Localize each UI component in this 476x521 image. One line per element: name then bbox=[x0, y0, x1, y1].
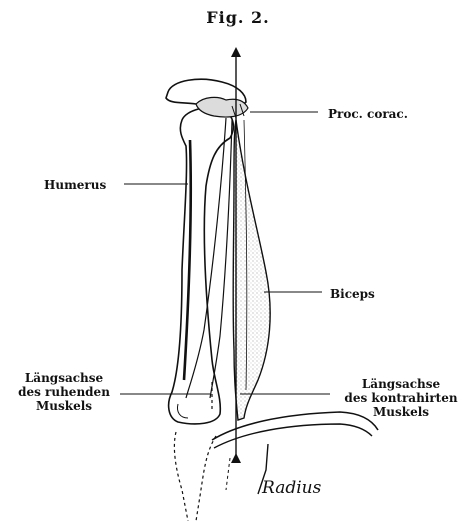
label-contracted-muscle-axis: Längsachse des kontrahirten Muskels bbox=[336, 377, 466, 419]
label-radius: Radius bbox=[262, 478, 321, 498]
radius-bone bbox=[174, 412, 378, 521]
label-resting-muscle-axis: Längsachse des ruhenden Muskels bbox=[8, 371, 120, 413]
leader-lines bbox=[120, 112, 330, 394]
label-biceps: Biceps bbox=[330, 287, 375, 301]
label-resting-line-2: des ruhenden bbox=[8, 385, 120, 399]
label-resting-line-3: Muskels bbox=[8, 399, 120, 413]
label-contracted-line-2: des kontrahirten bbox=[336, 391, 466, 405]
label-humerus: Humerus bbox=[44, 178, 106, 192]
label-proc-corac: Proc. corac. bbox=[328, 107, 408, 121]
label-contracted-line-3: Muskels bbox=[336, 405, 466, 419]
label-resting-line-1: Längsachse bbox=[8, 371, 120, 385]
label-contracted-line-1: Längsachse bbox=[336, 377, 466, 391]
biceps-muscle bbox=[233, 120, 270, 420]
